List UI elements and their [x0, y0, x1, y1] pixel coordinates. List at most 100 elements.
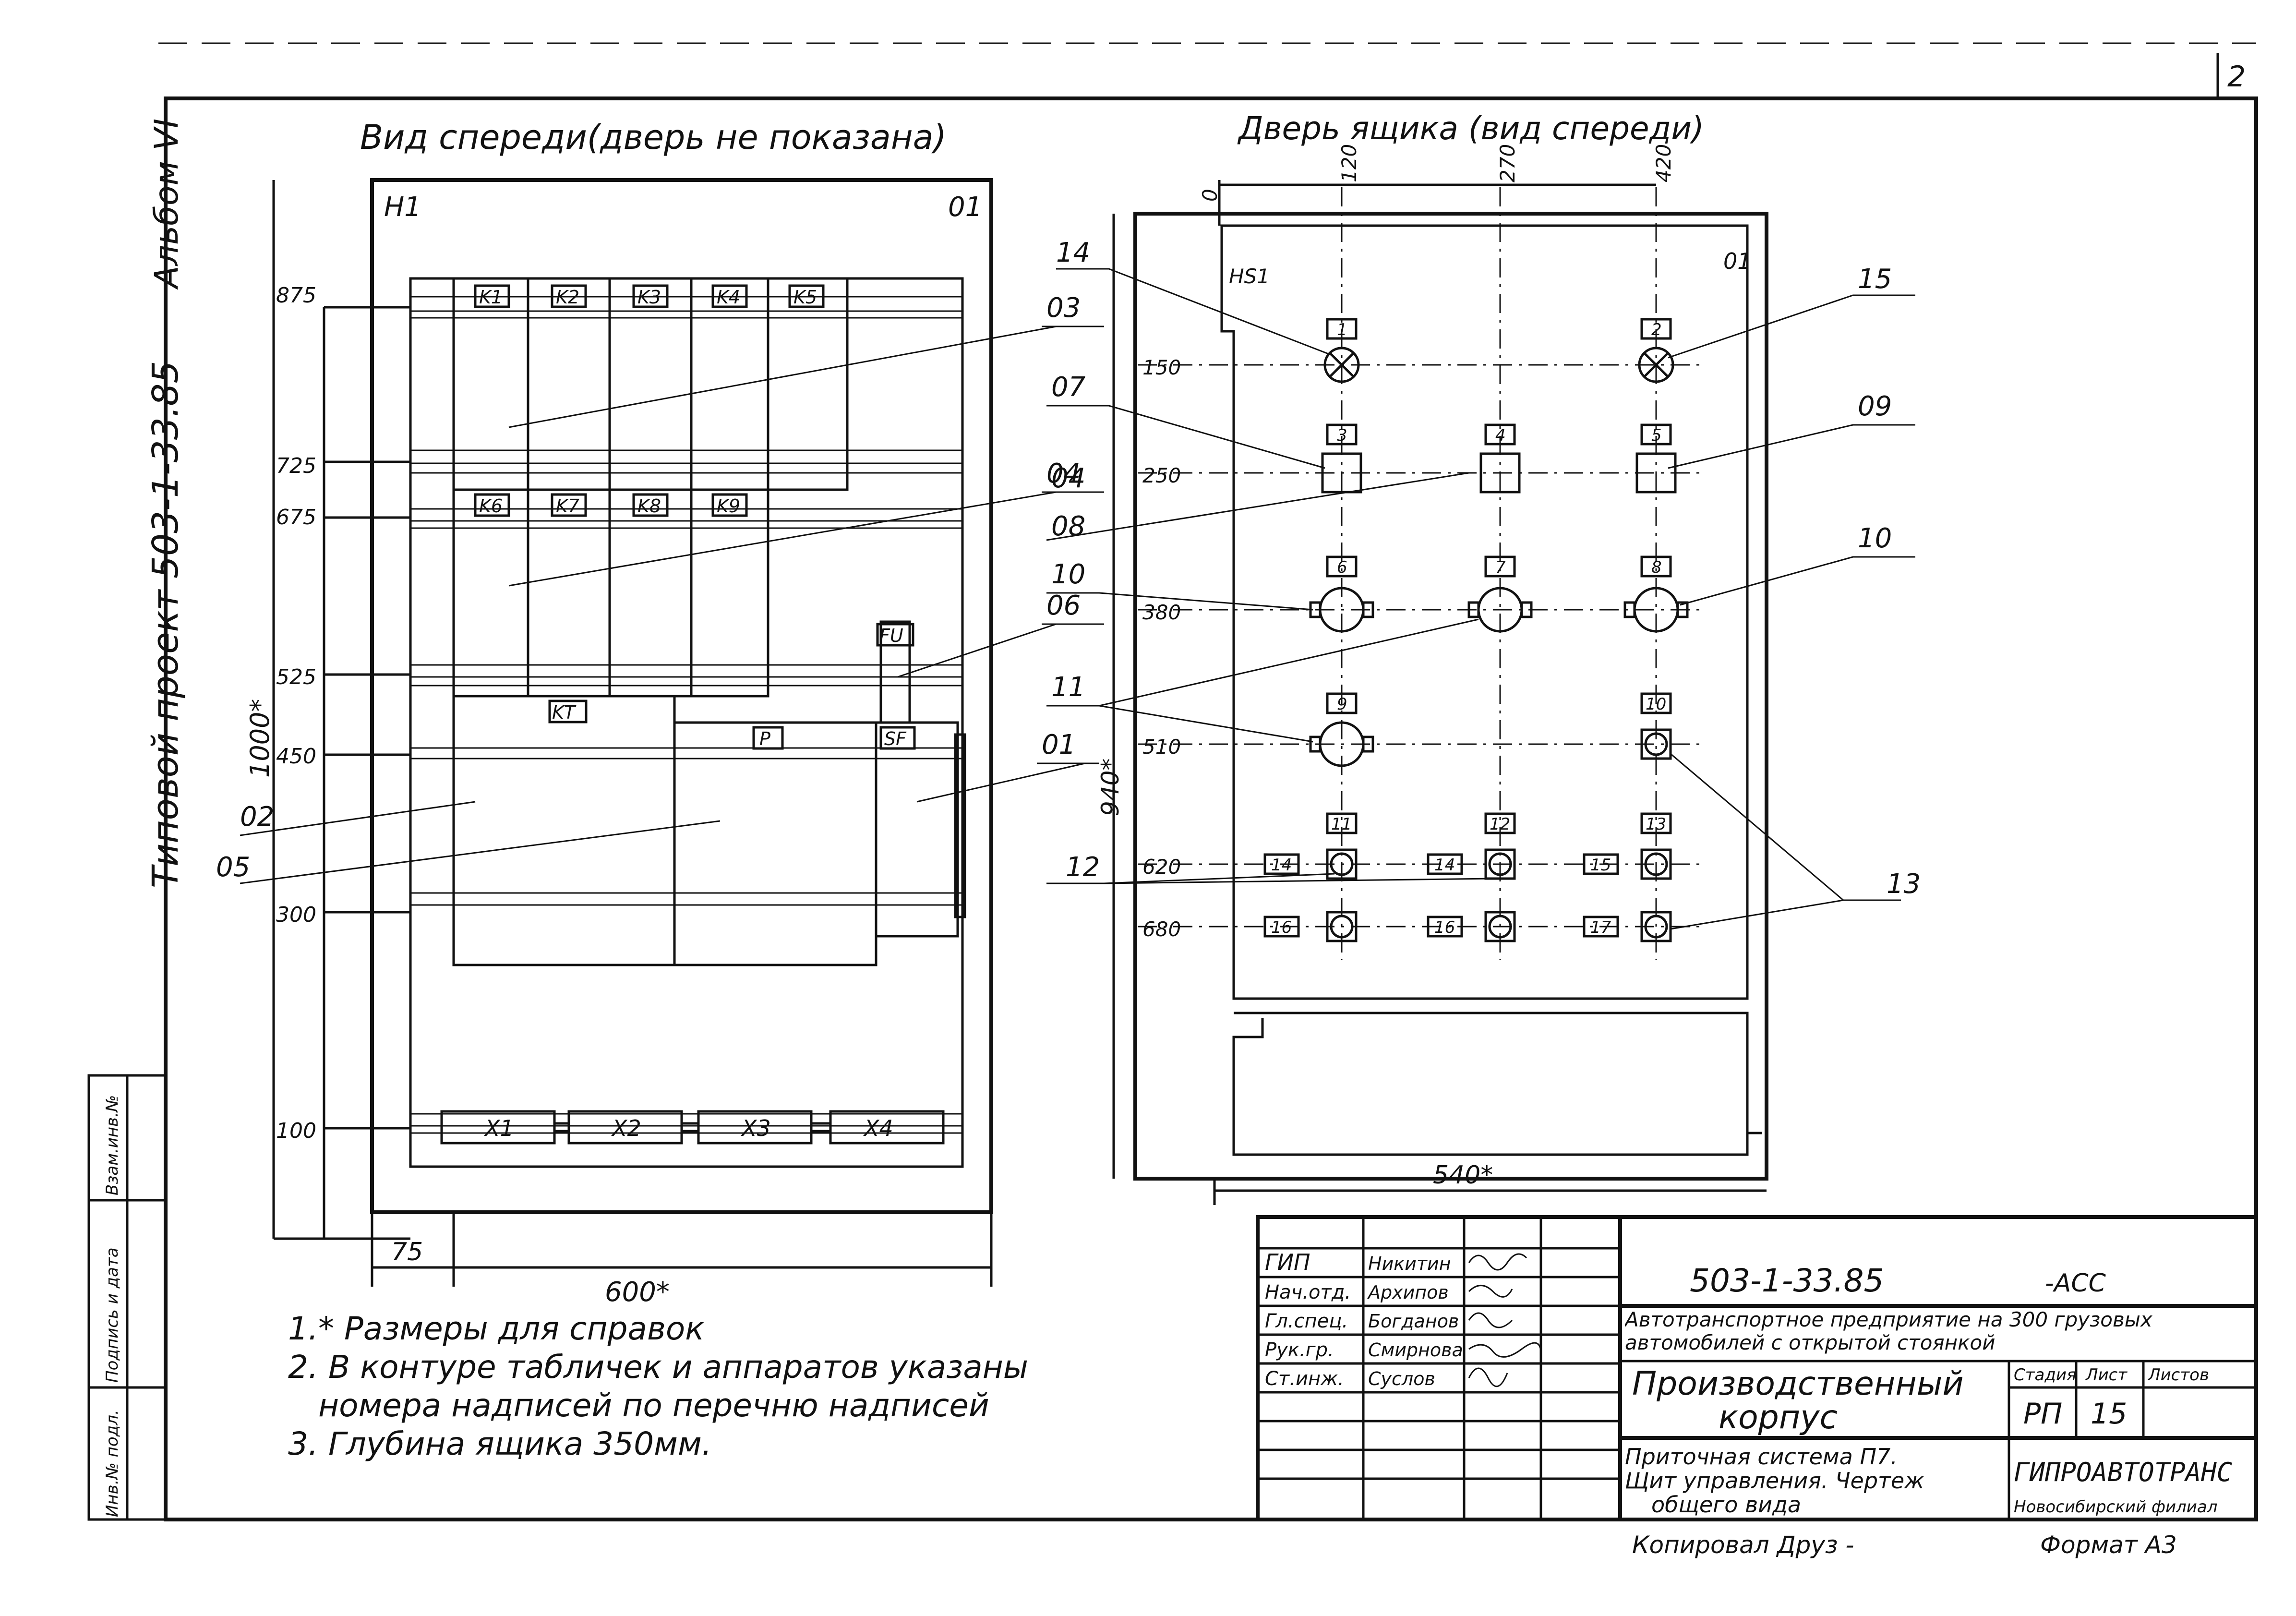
svg-text:SF: SF: [884, 728, 907, 749]
relay-tag-k7: K7: [551, 493, 587, 517]
din-rail-6: [410, 892, 962, 906]
lamp-1: [1323, 347, 1360, 383]
device-tag-fu: FU: [876, 623, 914, 647]
org-name: ГИПРОАВТОТРАНС: [2014, 1457, 2232, 1487]
sheet-header: Лист: [2085, 1365, 2128, 1385]
din-rail-4: [410, 664, 962, 687]
doc-suffix: -АСС: [2045, 1269, 2106, 1298]
relay-tag-k4: K4: [711, 284, 748, 308]
note-2: 2. В контуре табличек и аппаратов указан…: [288, 1349, 1028, 1386]
svg-text:6: 6: [1337, 558, 1347, 577]
tag-11: 11: [1326, 812, 1358, 834]
callout-06: 06: [1046, 590, 1081, 621]
svg-text:K4: K4: [717, 287, 740, 308]
svg-text:P: P: [759, 728, 770, 749]
tag-1: 1: [1326, 318, 1358, 340]
svg-text:K3: K3: [637, 287, 661, 308]
copied-by: Копировал Друз -: [1632, 1531, 1854, 1559]
callout-01: 01: [1042, 729, 1076, 760]
door-tag-hs1: HS1: [1229, 265, 1270, 288]
dim-450: 450: [276, 744, 316, 769]
lamp-10: [1640, 728, 1672, 760]
door-dim-250: 250: [1142, 464, 1181, 487]
svg-text:FU: FU: [879, 625, 903, 646]
left-view: Вид спереди(дверь не показана) H1 01: [216, 118, 1104, 1308]
svg-text:8: 8: [1651, 558, 1662, 577]
callout-15: 15: [1858, 264, 1892, 295]
name-smirnova: Смирнова: [1368, 1339, 1463, 1361]
svg-text:15: 15: [1590, 856, 1611, 875]
svg-text:3: 3: [1337, 426, 1347, 445]
door-dim-620: 620: [1142, 855, 1181, 879]
callout-04-right: 04: [1051, 463, 1085, 494]
switch-5: [1635, 452, 1677, 494]
device-tag-p: P: [752, 726, 784, 750]
dim-100: 100: [276, 1119, 316, 1143]
callout-13: 13: [1887, 868, 1921, 900]
rotary-9: [1309, 721, 1374, 767]
relay-tag-k3: K3: [632, 284, 669, 308]
tag-12: 12: [1484, 812, 1516, 834]
note-4: 3. Глубина ящика 350мм.: [288, 1425, 712, 1462]
svg-text:1: 1: [1337, 320, 1347, 339]
relay-tag-k1: K1: [474, 284, 510, 308]
device-fu: [879, 620, 911, 724]
relay-tag-k2: K2: [551, 284, 587, 308]
doc-code: 503-1-33.85: [1690, 1262, 1884, 1299]
svg-text:14: 14: [1271, 856, 1292, 875]
tag-14a: 14: [1263, 853, 1300, 875]
dim-675: 675: [276, 505, 316, 530]
svg-text:10: 10: [1646, 695, 1666, 714]
switch-3: [1321, 452, 1362, 494]
door-dim-150: 150: [1142, 356, 1181, 379]
building-name-1: Производственный: [1632, 1365, 1964, 1403]
paper-format: Формат А3: [2040, 1531, 2177, 1559]
dim-offset-75: 75: [391, 1238, 423, 1266]
callout-10-left: 10: [1051, 559, 1085, 590]
svg-text:13: 13: [1646, 815, 1666, 834]
relay-tag-k9: K9: [711, 493, 748, 517]
tag-3: 3: [1326, 423, 1358, 446]
cabinet-tag-h1: H1: [384, 192, 421, 223]
svg-text:17: 17: [1590, 918, 1611, 937]
sheet-title-1: Приточная система П7.: [1625, 1444, 1898, 1470]
tag-14b: 14: [1427, 853, 1463, 875]
dim-height-1000: 1000*: [245, 699, 275, 778]
cabinet-outline: [370, 178, 993, 1214]
relay-block-top: [452, 277, 849, 491]
svg-text:Подпись и дата: Подпись и дата: [103, 1247, 122, 1383]
name-suslov: Суслов: [1368, 1368, 1435, 1389]
dim-875: 875: [276, 283, 316, 308]
callout-08: 08: [1051, 511, 1085, 542]
project-side-label: Типовой проект 503-1-33.85: [145, 361, 186, 888]
door-dim-380: 380: [1142, 601, 1181, 624]
svg-text:11: 11: [1331, 815, 1352, 834]
sheet-title-3: общего вида: [1651, 1492, 1801, 1518]
svg-text:K2: K2: [556, 287, 579, 308]
din-rail-1: [410, 296, 962, 319]
door-outline: [1133, 212, 1768, 1181]
door-dim-680: 680: [1142, 917, 1181, 941]
svg-text:12: 12: [1490, 815, 1510, 834]
dim-525: 525: [276, 665, 316, 689]
switch-4: [1479, 452, 1521, 494]
role-glspec: Гл.спец.: [1265, 1310, 1348, 1332]
tag-16a: 16: [1263, 916, 1300, 938]
role-rukgr: Рук.гр.: [1265, 1339, 1334, 1361]
lamp-2: [1638, 347, 1674, 383]
tag-16b: 16: [1427, 916, 1463, 938]
right-view-title: Дверь ящика (вид спереди): [1237, 110, 1704, 147]
door-tag-01: 01: [1723, 248, 1752, 274]
svg-text:14: 14: [1434, 856, 1455, 875]
button-16b: [1484, 911, 1516, 942]
dim-width-600: 600*: [605, 1277, 670, 1308]
callout-07: 07: [1051, 372, 1086, 403]
tag-8: 8: [1640, 555, 1672, 578]
right-view: Дверь ящика (вид спереди) HS1 01 0 120 2…: [1046, 110, 1921, 1205]
callout-11: 11: [1051, 672, 1085, 703]
stage-value: РП: [2023, 1397, 2062, 1431]
page-number: 2: [2227, 60, 2246, 94]
rotary-6: [1309, 587, 1374, 633]
rotary-8: [1623, 587, 1689, 633]
svg-text:K9: K9: [717, 495, 740, 517]
